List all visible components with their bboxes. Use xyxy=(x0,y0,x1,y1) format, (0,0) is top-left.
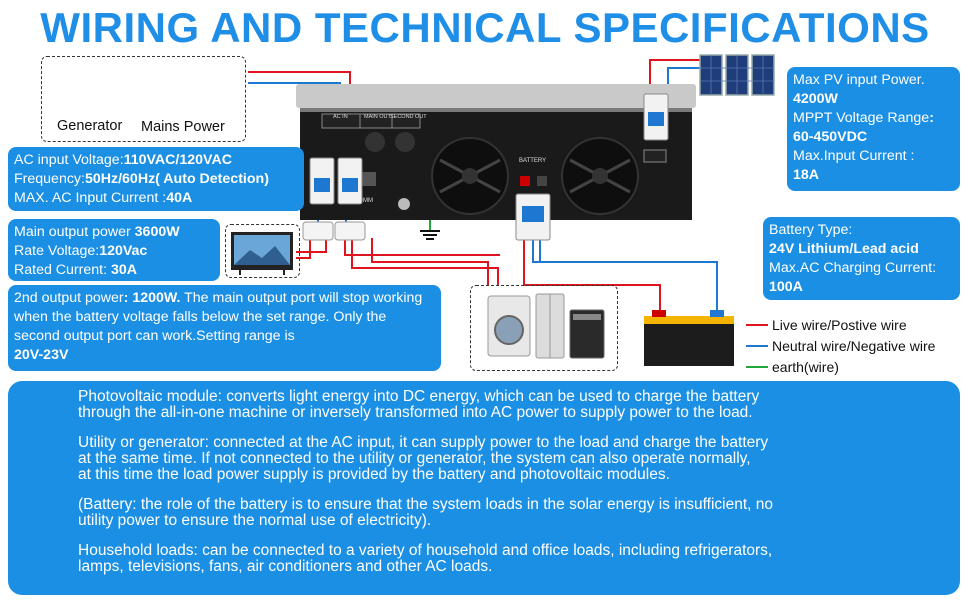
mppt-colon: : xyxy=(929,110,934,126)
charge-current-value: 100A xyxy=(769,279,803,295)
main-output-breaker-icon xyxy=(337,157,363,205)
mains-power-label: Mains Power xyxy=(141,119,225,135)
ac-input-breaker-icon xyxy=(309,157,335,205)
legend-earth: earth(wire) xyxy=(746,356,935,377)
second-range-value: 20V-23V xyxy=(14,347,69,363)
ac-terminal-blocks-icon xyxy=(302,221,366,241)
tv-load-box xyxy=(225,224,300,278)
ac-voltage-label: AC input Voltage: xyxy=(14,152,124,168)
second-power-value: : 1200W. xyxy=(123,290,181,306)
frequency-label: Frequency: xyxy=(14,171,85,187)
dishwasher-icon xyxy=(569,309,605,359)
ac-current-value: 40A xyxy=(166,190,193,206)
pv-breaker-icon xyxy=(643,93,669,141)
system-description-panel: Photovoltaic module: converts light ener… xyxy=(8,381,960,595)
mppt-label: MPPT Voltage Range xyxy=(793,110,930,126)
battery-breaker-icon xyxy=(515,193,551,241)
second-output-description: The main output port will stop working w… xyxy=(14,290,423,344)
ground-symbol-icon xyxy=(420,230,440,240)
rated-current-value: 30A xyxy=(111,262,138,278)
neutral-swatch xyxy=(746,344,768,347)
page-title: WIRING AND TECHNICAL SPECIFICATIONS xyxy=(40,4,930,51)
main-out-label: MAIN OUT xyxy=(364,114,392,120)
live-swatch xyxy=(746,323,768,326)
second-output-specs: 2nd output power: 1200W. The main output… xyxy=(8,285,441,371)
legend-live: Live wire/Postive wire xyxy=(746,314,935,335)
pv-input-specs: Max PV input Power. 4200W MPPT Voltage R… xyxy=(787,67,960,191)
washing-machine-icon xyxy=(487,295,531,357)
generator-label: Generator xyxy=(57,118,123,134)
ac-sources-box xyxy=(41,56,246,142)
frequency-value: 50Hz/60Hz( Auto Detection) xyxy=(84,171,269,187)
description-utility: Utility or generator: connected at the A… xyxy=(78,434,769,483)
description-pv: Photovoltaic module: converts light ener… xyxy=(78,388,760,421)
rated-current-label: Rated Current: xyxy=(14,262,111,278)
battery-port-label: BATTERY xyxy=(519,158,546,164)
inverter-icon xyxy=(296,84,696,220)
battery-type-label: Battery Type: xyxy=(769,222,853,238)
rate-voltage-value: 120Vac xyxy=(99,243,148,259)
second-out-label: SECOND OUT xyxy=(390,114,427,120)
description-loads: Household loads: can be connected to a v… xyxy=(78,542,773,575)
refrigerator-icon xyxy=(535,293,565,359)
pv-current-label: Max.Input Current : xyxy=(793,148,915,164)
pv-current-value: 18A xyxy=(793,167,820,183)
main-power-value: 3600W xyxy=(134,224,180,240)
ac-current-label: MAX. AC Input Current : xyxy=(14,190,167,206)
household-loads-box xyxy=(470,285,618,371)
earth-swatch xyxy=(746,365,768,368)
legend-neutral-label: Neutral wire/Negative wire xyxy=(772,337,936,354)
rate-voltage-label: Rate Voltage: xyxy=(14,243,100,259)
main-power-label: Main output power xyxy=(14,224,135,240)
description-battery: (Battery: the role of the battery is to … xyxy=(78,496,773,529)
ac-input-specs: AC input Voltage:110VAC/120VAC Frequency… xyxy=(8,147,304,211)
second-power-label: 2nd output power xyxy=(14,290,124,306)
television-icon xyxy=(231,232,293,275)
comm-label: COMM xyxy=(354,198,373,204)
legend-live-label: Live wire/Postive wire xyxy=(772,316,907,333)
pv-power-value: 4200W xyxy=(793,91,838,107)
pv-power-label: Max PV input Power. xyxy=(793,72,925,88)
battery-specs: Battery Type: 24V Lithium/Lead acid Max.… xyxy=(763,217,960,300)
charge-current-label: Max.AC Charging Current: xyxy=(769,260,937,276)
wire-legend: Live wire/Postive wire Neutral wire/Nega… xyxy=(746,314,935,377)
battery-type-value: 24V Lithium/Lead acid xyxy=(769,241,919,257)
legend-neutral: Neutral wire/Negative wire xyxy=(746,335,935,356)
ac-in-label: AC IN xyxy=(333,114,348,120)
mppt-value: 60-450VDC xyxy=(793,129,868,145)
legend-earth-label: earth(wire) xyxy=(772,358,839,375)
ac-voltage-value: 110VAC/120VAC xyxy=(123,152,232,168)
battery-icon xyxy=(644,310,734,366)
main-output-specs: Main output power 3600W Rate Voltage:120… xyxy=(8,219,220,281)
